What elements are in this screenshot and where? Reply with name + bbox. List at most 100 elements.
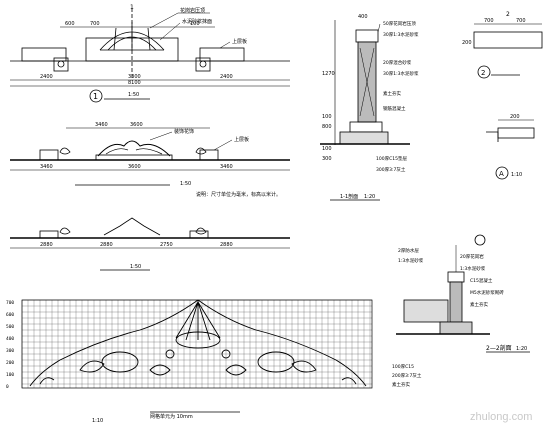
plan-right-post xyxy=(199,60,207,68)
plan-title-number: 1 xyxy=(93,92,98,101)
front-dim-top-2: 3600 xyxy=(130,122,143,128)
front-left-post-base xyxy=(39,149,59,161)
side-dim-2: 2880 xyxy=(100,242,113,248)
section-callout-6: 钢筋混凝土 xyxy=(383,105,406,112)
plan-dim-top-3: 100 xyxy=(190,21,200,27)
plan-right-wing xyxy=(199,47,245,62)
side-left-planter xyxy=(59,227,71,235)
detail-2-dim-h: 200 xyxy=(462,40,472,46)
detail-a-dim: 200 xyxy=(510,114,520,120)
plan-dim-bottom-1: 2400 xyxy=(40,74,53,80)
section2-callout-1: 20厚花岗岩 xyxy=(460,253,484,260)
section2-datum-bubble xyxy=(474,234,486,246)
section-callout-4: 30厚1:3水泥砂浆 xyxy=(383,70,419,77)
section2-left-callout-1: 2厚防水层 xyxy=(398,247,419,254)
plan-callout-1: 花岗岩压顶 xyxy=(180,7,205,14)
front-dim-bottom-1: 3460 xyxy=(40,164,53,170)
section2-left-callout-2: 1:3水泥砂浆 xyxy=(398,257,424,264)
plan-dim-overall: 8100 xyxy=(128,80,141,86)
front-right-planter xyxy=(195,147,207,155)
section2-footing xyxy=(439,321,473,335)
section-callout-3: 20厚混合砂浆 xyxy=(383,59,412,66)
section-2-2-title: 2—2剖面 xyxy=(486,344,512,352)
section-base-callout-2: 300厚3:7灰土 xyxy=(376,166,406,173)
grid-y-tick: 500 xyxy=(6,324,14,330)
detail-2-bubble xyxy=(477,65,491,79)
detail-2-dim-2: 700 xyxy=(516,18,526,24)
section-2-2-scale: 1:20 xyxy=(516,346,527,352)
side-left-base xyxy=(39,230,59,239)
ornament-flourish xyxy=(29,299,367,387)
section-dim-top: 400 xyxy=(358,14,368,20)
side-dim-3: 2750 xyxy=(160,242,173,248)
side-peak xyxy=(103,217,161,236)
detail-2: 700 700 200 2 2 xyxy=(462,11,543,79)
section-1-1: 400 1270 100 800 100 300 50厚花岗岩压顶 30厚1:3… xyxy=(320,14,419,201)
grid-border xyxy=(21,299,373,389)
section2-coping xyxy=(447,271,465,283)
section-1-1-scale: 1:20 xyxy=(364,194,375,200)
plan-title-bubble xyxy=(89,89,103,103)
section-dim-h1: 1270 xyxy=(322,71,335,77)
grid-note: 网格单元为 10mm xyxy=(150,413,193,420)
detail-a-label: A xyxy=(499,170,504,178)
section-footing xyxy=(349,121,383,133)
front-left-planter xyxy=(59,147,71,155)
section-callout-5: 素土夯实 xyxy=(383,90,401,97)
section-dim-base-2: 300 xyxy=(322,156,332,162)
section2-wall xyxy=(449,281,463,323)
plan-scale: 1:50 xyxy=(128,92,139,98)
section-dim-h3: 800 xyxy=(322,124,332,130)
grid-lines xyxy=(21,299,372,388)
plan-left-pedestal xyxy=(53,57,69,72)
side-right-planter xyxy=(195,227,207,235)
detail-2-slab xyxy=(473,31,543,49)
grid-y-tick: 200 xyxy=(6,360,14,366)
section2-base-1: 100厚C15 xyxy=(392,364,414,370)
plan-axis-mark: 1 xyxy=(130,4,134,11)
section-coping xyxy=(355,29,379,43)
grid-scale: 1:10 xyxy=(92,418,103,424)
section2-step xyxy=(403,299,449,323)
section2-callout-2: 1:3水泥砂浆 xyxy=(460,265,486,272)
section2-callout-5: 素土夯实 xyxy=(470,301,488,308)
plan-left-post xyxy=(57,60,65,68)
section-base-callout-1: 100厚C15垫层 xyxy=(376,155,407,162)
grid-y-tick: 400 xyxy=(6,336,14,342)
front-elevation: 3460 3600 3460 3600 3460 装饰花饰 上层板 1:50 说… xyxy=(10,122,290,198)
front-dim-bottom-3: 3460 xyxy=(220,164,233,170)
detail-2-mark: 2 xyxy=(506,11,510,18)
front-right-post-base xyxy=(199,149,219,161)
section2-base-2: 200厚3:7灰土 xyxy=(392,372,422,379)
section-callout-2: 30厚1:3水泥砂浆 xyxy=(383,31,419,38)
plan-dim-bottom-3: 2400 xyxy=(220,74,233,80)
section-dim-base-1: 100 xyxy=(322,146,332,152)
section-bedding xyxy=(339,131,389,145)
front-ornament xyxy=(97,140,171,157)
grid-y-tick: 700 xyxy=(6,300,14,306)
section-2-2: 20厚花岗岩 1:3水泥砂浆 C15混凝土 M5水泥砂浆砌砖 素土夯实 2厚防水… xyxy=(392,234,530,388)
side-right-base xyxy=(189,230,209,239)
plan-callout-3: 上层板 xyxy=(232,38,247,45)
side-dim-4: 2880 xyxy=(220,242,233,248)
watermark: zhulong.com xyxy=(470,411,532,423)
section-callout-1: 50厚花岗岩压顶 xyxy=(383,20,416,27)
detail-a-bubble xyxy=(495,166,509,180)
ornament-grid: 700 600 500 400 300 200 100 0 xyxy=(6,299,373,424)
grid-y-tick: 600 xyxy=(6,312,14,318)
front-callout-2: 上层板 xyxy=(234,136,249,143)
detail-a-scale: 1:10 xyxy=(511,172,522,178)
section2-base-3: 素土夯实 xyxy=(392,381,410,388)
grid-y-tick: 300 xyxy=(6,348,14,354)
grid-y-tick: 100 xyxy=(6,372,14,378)
plan-right-pedestal xyxy=(195,57,211,72)
plan-callout-2: 水泥砂浆抹面 xyxy=(182,18,212,25)
detail-2-label: 2 xyxy=(481,69,485,77)
front-wall xyxy=(95,154,173,161)
section2-callout-3: C15混凝土 xyxy=(470,277,493,284)
front-callout-1: 装饰花饰 xyxy=(174,128,194,135)
plan-dim-top-2: 700 xyxy=(90,21,100,27)
plan-dim-top-1: 600 xyxy=(65,21,75,27)
